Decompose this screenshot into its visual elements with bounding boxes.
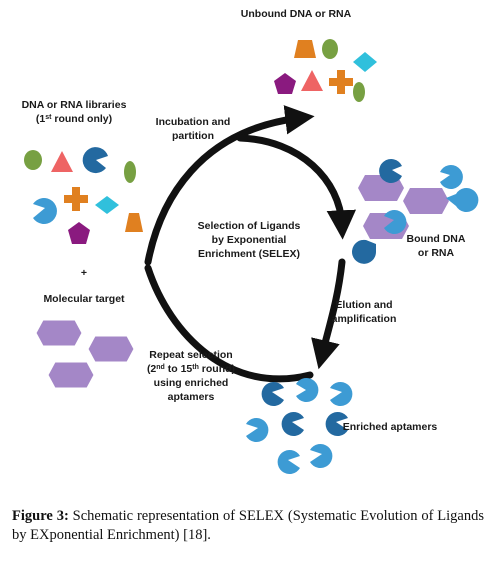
diamond-cyan bbox=[353, 52, 377, 72]
pacman-blue-2 bbox=[440, 165, 463, 189]
caption-label: Figure 3: bbox=[12, 508, 69, 524]
label-molecular-target: Molecular target bbox=[43, 293, 125, 305]
cycle-arrow-bottom bbox=[144, 264, 314, 383]
cross-orange bbox=[329, 70, 353, 94]
label-enriched: Enriched aptamers bbox=[343, 421, 438, 433]
cross-orange bbox=[64, 187, 88, 211]
pacman-dark-blue bbox=[261, 382, 284, 406]
label-center-2: by Exponential bbox=[212, 234, 287, 246]
label-center-1: Selection of Ligands bbox=[198, 220, 301, 232]
pacman-blue bbox=[446, 188, 479, 212]
selex-diagram: Unbound DNA or RNA DNA or RNA libraries … bbox=[22, 8, 479, 474]
oval-green-2 bbox=[353, 82, 365, 102]
label-center-3: Enrichment (SELEX) bbox=[198, 248, 300, 260]
caption-text: Schematic representation of SELEX (Syste… bbox=[12, 508, 485, 543]
oval-green-2 bbox=[124, 161, 136, 183]
label-repeat-1: Repeat selection bbox=[149, 349, 232, 361]
pacman-blue-3 bbox=[384, 210, 407, 234]
pacman-blue bbox=[33, 198, 57, 225]
hexagon-target bbox=[35, 319, 83, 347]
label-repeat-4: aptamers bbox=[168, 391, 215, 403]
hexagon-target bbox=[47, 361, 95, 389]
unbound-molecules bbox=[274, 39, 377, 102]
trapezoid-orange bbox=[125, 213, 143, 232]
enriched-aptamers bbox=[246, 378, 353, 474]
molecular-target bbox=[35, 319, 135, 389]
figure-caption: Figure 3: Schematic representation of SE… bbox=[12, 507, 484, 545]
label-incubation-2: partition bbox=[172, 130, 214, 142]
cycle-arrow-bottom-right bbox=[311, 258, 346, 370]
label-repeat-3: using enriched bbox=[154, 377, 229, 389]
hexagon-target bbox=[403, 188, 449, 214]
pacman-blue-4 bbox=[277, 450, 300, 474]
label-libraries-1: DNA or RNA libraries bbox=[22, 99, 127, 111]
trapezoid-orange bbox=[294, 40, 316, 58]
label-libraries-2: (1st round only) bbox=[36, 113, 112, 125]
pacman-blue-2 bbox=[330, 382, 353, 406]
hexagon-target bbox=[87, 335, 135, 363]
label-bound-1: Bound DNA bbox=[407, 233, 466, 245]
diamond-cyan bbox=[95, 196, 119, 214]
pacman-dark-blue bbox=[82, 147, 108, 174]
selex-cycle bbox=[144, 105, 357, 383]
label-elution-1: Elution and bbox=[335, 299, 392, 311]
label-incubation-1: Incubation and bbox=[156, 116, 231, 128]
triangle-red bbox=[301, 70, 323, 91]
cycle-arrow-top bbox=[144, 105, 315, 266]
triangle-red bbox=[51, 151, 73, 172]
label-plus: + bbox=[81, 267, 87, 279]
pacman-dark-blue-2 bbox=[352, 239, 376, 264]
label-elution-2: amplification bbox=[332, 313, 397, 325]
oval-green bbox=[322, 39, 338, 59]
pentagon-purple bbox=[274, 73, 296, 94]
pacman-dark-blue-2 bbox=[281, 412, 304, 437]
bound-molecules bbox=[352, 159, 479, 264]
library-molecules bbox=[24, 147, 143, 244]
pacman-blue-5 bbox=[310, 443, 333, 468]
label-bound-2: or RNA bbox=[418, 247, 455, 259]
pacman-dark-blue bbox=[379, 159, 402, 183]
label-repeat-2: (2nd to 15th round) bbox=[147, 363, 235, 375]
oval-green bbox=[24, 150, 42, 170]
pacman-blue bbox=[296, 378, 319, 402]
pacman-blue-3 bbox=[246, 418, 269, 442]
pentagon-purple bbox=[68, 222, 90, 244]
cycle-arrow-right bbox=[236, 134, 357, 240]
label-unbound: Unbound DNA or RNA bbox=[241, 8, 352, 20]
pacman-dark-blue-3 bbox=[325, 412, 348, 437]
